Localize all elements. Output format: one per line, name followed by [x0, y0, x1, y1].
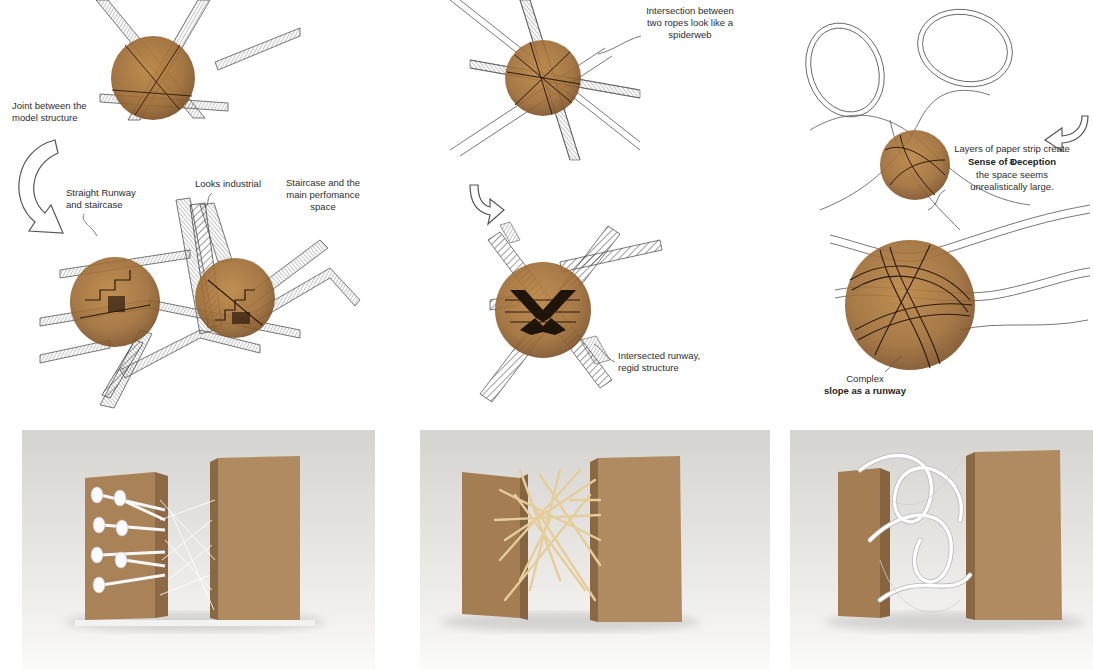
annotation-label: Staircase and the main perfomance space	[283, 177, 363, 213]
annotation-label: Intersected runway, regid structure	[618, 350, 708, 374]
annotation-label: Complex	[835, 373, 895, 385]
annotation-label: slope as a runway	[822, 385, 908, 397]
annotation-label: Sense of Deception	[952, 156, 1072, 168]
annotation-label: Straight Runway and staircase	[66, 187, 136, 211]
annotation-label: Intersection between two ropes look like…	[640, 5, 740, 41]
annotation-label: Joint between the model structure	[12, 100, 92, 124]
annotation-label: Looks industrial	[195, 178, 280, 190]
annotation-label: the space seems unrealistically large.	[952, 169, 1072, 193]
